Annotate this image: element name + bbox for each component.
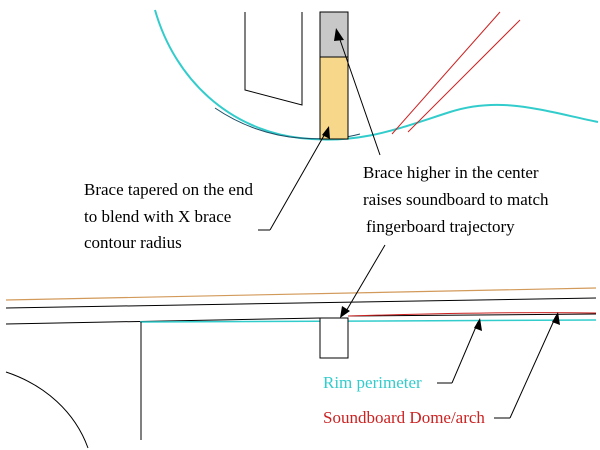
rim-perimeter-line (139, 319, 597, 323)
label-rim-perimeter: Rim perimeter (323, 373, 422, 392)
rim-curve-upper (154, 9, 599, 141)
label-brace-higher: Brace higher in the center raises soundb… (363, 163, 553, 236)
arrowhead-brace-tapered (322, 126, 330, 139)
leader-dome (509, 315, 557, 419)
brace-section (319, 317, 349, 359)
soundboard-bottom-line-right (347, 313, 597, 317)
x-brace-outline (244, 12, 303, 106)
arrowhead-rim (474, 318, 482, 331)
arrowhead-dome (552, 312, 560, 325)
brace-tapered-section (319, 56, 349, 140)
leader-brace-higher (337, 33, 381, 156)
arrowhead-brace-higher (334, 28, 344, 41)
soundboard-top-line (5, 287, 597, 301)
label-soundboard-dome: Soundboard Dome/arch (323, 408, 485, 427)
x-brace-line-2 (407, 19, 521, 133)
leader-rim (451, 321, 479, 384)
dome-arch-line (347, 312, 597, 317)
soundboard-outline (5, 297, 597, 309)
soundboard-bottom-line (5, 317, 321, 325)
x-brace-line-1 (391, 11, 501, 135)
leader-fingerboard (344, 244, 386, 314)
label-brace-tapered: Brace tapered on the end to blend with X… (84, 180, 257, 252)
arrowhead-fingerboard (340, 306, 350, 318)
leader-brace-tapered (269, 131, 327, 231)
soundhole-arc (5, 371, 89, 449)
